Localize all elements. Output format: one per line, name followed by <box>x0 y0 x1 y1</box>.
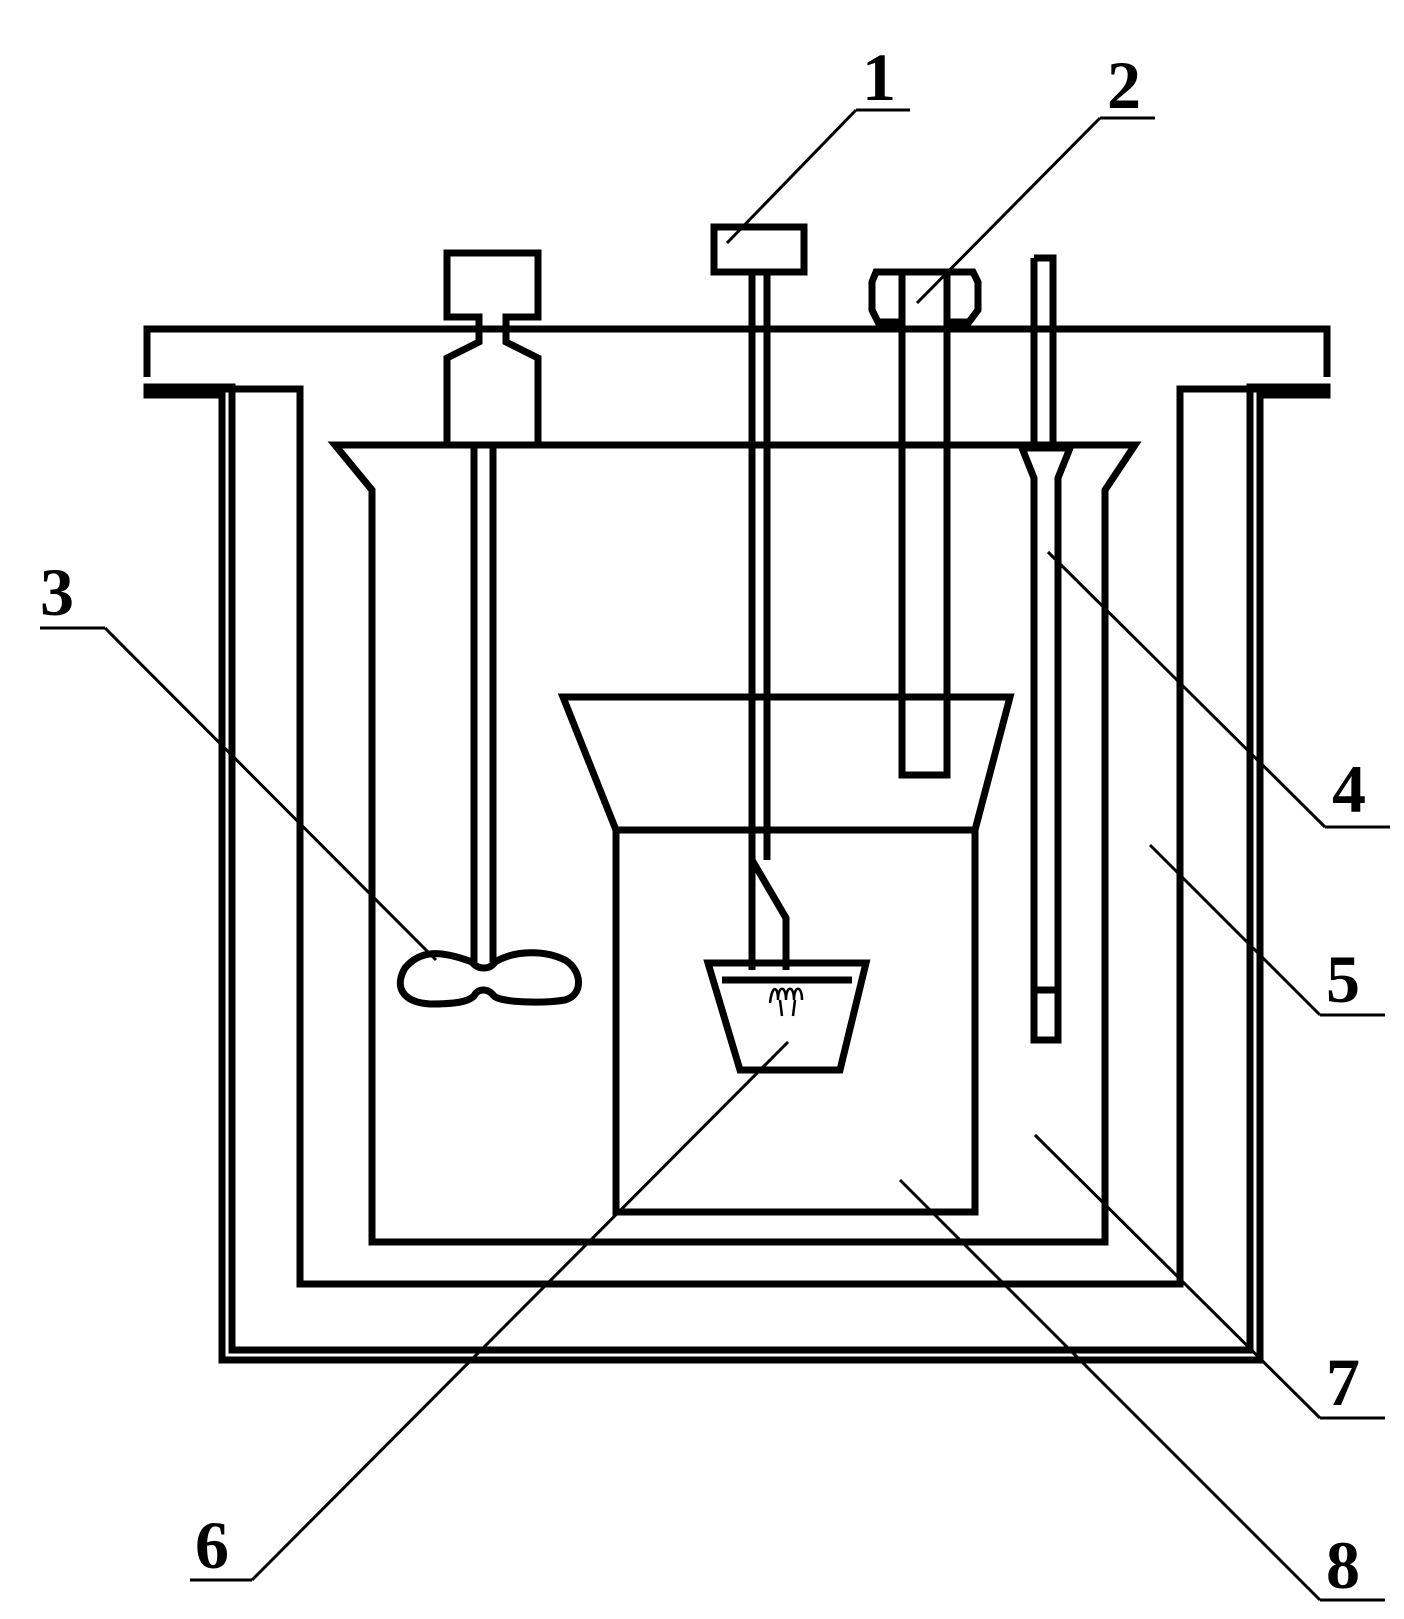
bath-vessel <box>327 441 1142 1246</box>
leader-1 <box>725 108 858 245</box>
heating-coil <box>768 987 804 1017</box>
inner-jacket <box>232 385 1252 1288</box>
callout-1: 1 <box>862 39 896 115</box>
rod-cap <box>710 223 808 276</box>
callout-2: 2 <box>1107 47 1141 123</box>
callout-8: 8 <box>1326 1527 1360 1603</box>
leader-5 <box>1148 843 1322 1017</box>
tube-inner <box>898 272 951 322</box>
outer-lid <box>143 325 1331 377</box>
callout-7: 7 <box>1326 1344 1360 1420</box>
leader-4 <box>1046 550 1327 829</box>
crucible <box>703 959 871 1074</box>
thermometer <box>1016 254 1076 1044</box>
stirrer-paddle <box>396 949 582 1008</box>
stirrer-housing <box>443 249 542 449</box>
leader-2 <box>915 116 1102 305</box>
leader-6 <box>250 1040 790 1582</box>
rod <box>748 272 790 970</box>
leader-7 <box>1033 1133 1322 1420</box>
tube-stopper <box>868 268 982 779</box>
callout-4: 4 <box>1332 751 1366 827</box>
leader-3 <box>103 626 438 962</box>
callout-5: 5 <box>1326 941 1360 1017</box>
stirrer-shaft <box>470 445 497 962</box>
callout-3: 3 <box>40 554 74 630</box>
callout-6: 6 <box>195 1507 229 1583</box>
sample-beaker <box>557 693 1015 1216</box>
leader-8 <box>898 1178 1322 1602</box>
